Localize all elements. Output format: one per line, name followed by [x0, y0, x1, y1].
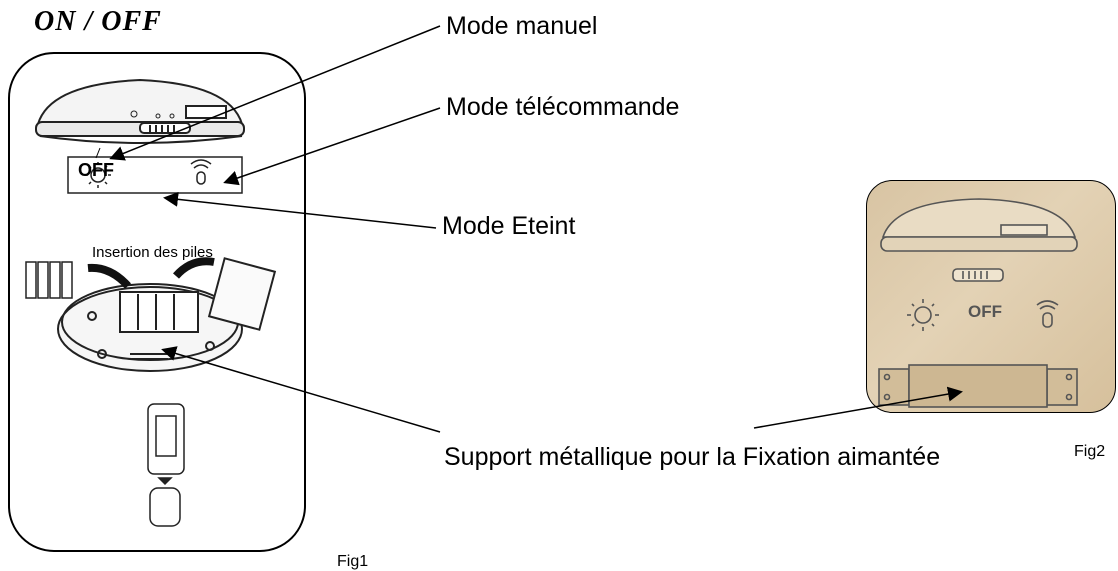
- fig2-illustration: [878, 198, 1078, 408]
- remote-icon: [196, 171, 206, 185]
- fig1-illustration: [25, 78, 277, 527]
- battery-insertion-label: Insertion des piles: [92, 244, 213, 261]
- leader-mode-telecommande: [223, 107, 441, 186]
- title-on-off: ON / OFF: [34, 6, 162, 37]
- device-small-icons: [130, 110, 175, 119]
- fig1-caption: Fig1: [337, 553, 369, 570]
- fig2-remote-icon: [1036, 300, 1059, 328]
- batteries-loose: [25, 261, 73, 299]
- leader-mode-manuel-tick: [95, 147, 101, 159]
- insert-arrow: [87, 263, 131, 289]
- sun-icon: [90, 167, 106, 183]
- lamp-top-view: [35, 78, 245, 144]
- leader-mode-manuel: [109, 25, 441, 161]
- label-support-metallique: Support métallique pour la Fixation aima…: [444, 443, 941, 471]
- battery-compartment: [57, 257, 277, 372]
- label-mode-telecommande: Mode télécommande: [446, 93, 680, 121]
- remote-control: [147, 403, 185, 527]
- fig2-off-label: OFF: [968, 302, 1002, 321]
- fig2-lamp-top-view: [880, 198, 1078, 282]
- open-arrow: [173, 257, 215, 279]
- label-mode-manuel: Mode manuel: [446, 12, 598, 40]
- fig2-caption: Fig2: [1074, 443, 1106, 460]
- leader-support-fig2: [753, 386, 963, 429]
- fig2-panel: [866, 180, 1116, 413]
- fig2-sun-icon: [907, 299, 939, 331]
- leader-support-fig1: [161, 346, 441, 433]
- switch-panel: [67, 156, 243, 194]
- fig1-off-label: OFF: [78, 160, 114, 180]
- leader-mode-eteint: [163, 191, 437, 229]
- label-mode-eteint: Mode Eteint: [442, 212, 576, 240]
- fig1-panel: [8, 52, 306, 552]
- metal-bracket: [878, 364, 1078, 408]
